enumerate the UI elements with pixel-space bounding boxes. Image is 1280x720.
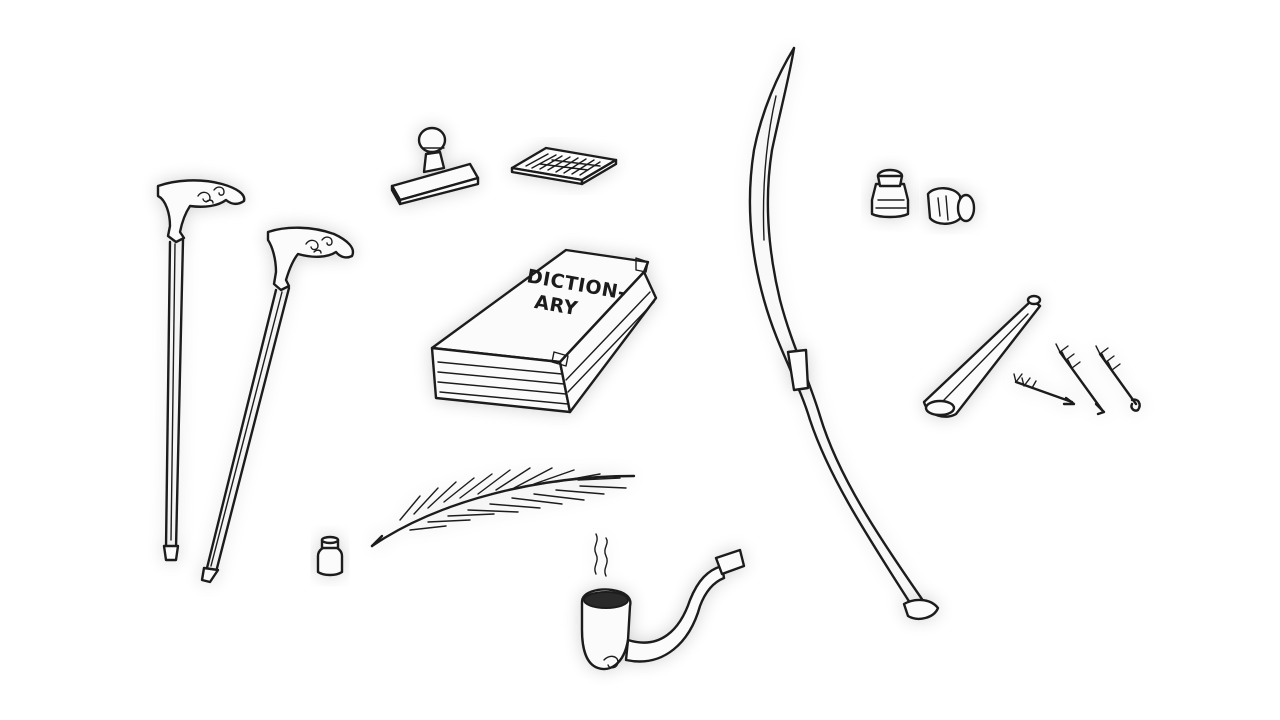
small-ink-pot bbox=[316, 535, 344, 577]
quill-feather bbox=[370, 467, 636, 548]
walking-cane-right bbox=[200, 226, 355, 584]
dictionary-book: DICTION- ARY bbox=[430, 248, 658, 414]
smoking-pipe bbox=[580, 533, 746, 671]
rubber-stamp bbox=[390, 126, 480, 206]
ink-stamp-pad bbox=[510, 146, 618, 186]
walking-cane-left bbox=[156, 179, 246, 562]
blowgun-quiver bbox=[922, 294, 1042, 418]
ink-pot-tipped bbox=[926, 187, 976, 225]
long-bow bbox=[748, 46, 940, 620]
darts bbox=[1013, 343, 1141, 416]
dart-3 bbox=[1095, 345, 1141, 412]
dart-2 bbox=[1055, 343, 1106, 416]
dart-1 bbox=[1013, 373, 1076, 406]
ink-bottle bbox=[870, 168, 910, 219]
